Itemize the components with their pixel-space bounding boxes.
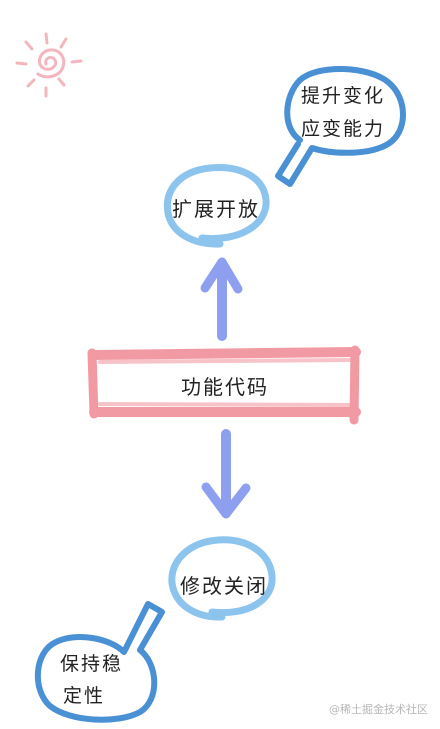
- top-bubble-line-2: 应变能力: [301, 118, 386, 140]
- top-node-circle: [163, 164, 270, 248]
- center-node-box: [87, 345, 361, 425]
- watermark: @稀土掘金技术社区: [329, 703, 428, 716]
- bottom-node-circle: [168, 536, 276, 621]
- center-node-label: 功能代码: [181, 375, 269, 399]
- arrow-down-icon: [201, 429, 251, 519]
- top-bubble-line-1: 提升变化: [301, 85, 386, 107]
- arrow-up-icon: [200, 257, 243, 341]
- top-node-label: 扩展开放: [172, 197, 260, 221]
- sun-icon: [15, 32, 83, 98]
- bottom-node-label: 修改关闭: [180, 574, 268, 598]
- bottom-speech-bubble: [35, 601, 165, 723]
- top-speech-bubble: [275, 66, 406, 187]
- bottom-bubble-line-1: 保持稳: [60, 653, 124, 675]
- bottom-bubble-line-2: 定性: [63, 685, 106, 707]
